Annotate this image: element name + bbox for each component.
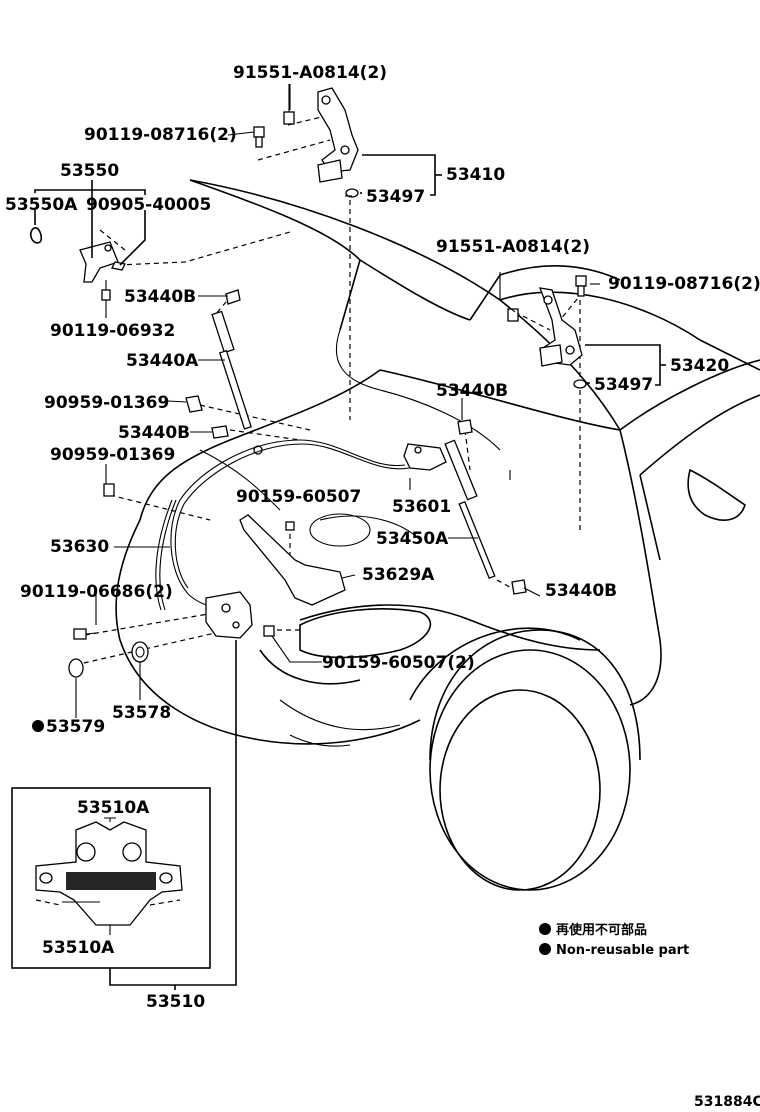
- clip-90959-icon: [103, 395, 203, 497]
- support-rod: [239, 514, 346, 606]
- label-53629a: 53629A: [362, 565, 435, 585]
- label-90959-01369-a: 90959-01369: [44, 393, 169, 413]
- inset-box: [11, 787, 211, 969]
- label-90905-40005: 90905-40005: [86, 195, 211, 215]
- label-53630: 53630: [50, 537, 109, 557]
- label-53510a-bottom: 53510A: [42, 938, 115, 958]
- label-53550a: 53550A: [5, 195, 78, 215]
- hood-hinge-rh: [538, 287, 583, 367]
- label-91551-a0814-rh: 91551-A0814(2): [436, 237, 590, 257]
- label-53440b-mid: 53440B: [118, 423, 190, 443]
- label-53578: 53578: [112, 703, 171, 723]
- legend: 再使用不可部品 Non-reusable part: [539, 922, 689, 958]
- label-53550: 53550: [60, 161, 119, 181]
- non-reusable-marker: [32, 720, 44, 732]
- label-53440a: 53440A: [126, 351, 199, 371]
- bolt-90119-06932-icon: [101, 280, 111, 301]
- label-90119-06932: 90119-06932: [50, 321, 175, 341]
- legend-en: Non-reusable part: [556, 943, 689, 958]
- label-91551-a0814-lh: 91551-A0814(2): [233, 63, 387, 83]
- bolt-90119-icon: [253, 126, 265, 148]
- diagram-reference: 531884C: [694, 1094, 760, 1110]
- bolt-91551-icon: [283, 84, 295, 125]
- bolt-91551-rh-icon: [507, 308, 519, 322]
- hood-lock: [205, 591, 253, 639]
- label-53510: 53510: [146, 992, 205, 1012]
- label-90159-60507: 90159-60507: [236, 487, 361, 507]
- leader-lines: [34, 84, 666, 990]
- legend-dot-jp: [539, 923, 551, 935]
- hood-striker: [79, 241, 126, 283]
- ball-stud-rh-icon: [457, 419, 527, 595]
- legend-jp: 再使用不可部品: [556, 922, 647, 938]
- hood-hinge-lh: [317, 87, 359, 183]
- parts: [29, 84, 587, 678]
- label-53497-rh: 53497: [594, 375, 653, 395]
- washer-53497-icon: [345, 188, 359, 198]
- spring-53550a-icon: [29, 227, 43, 244]
- bolt-90159-icon: [263, 625, 275, 637]
- label-53440b-rh-top: 53440B: [436, 381, 508, 401]
- label-90119-06686: 90119-06686(2): [20, 582, 173, 602]
- label-90119-08716-rh: 90119-08716(2): [608, 274, 760, 294]
- release-lever: [403, 443, 447, 471]
- bolt-90119-06686-icon: [73, 628, 97, 640]
- label-53440b-rh-bottom: 53440B: [545, 581, 617, 601]
- hood-support-lh: [211, 310, 263, 455]
- cushion-53579-icon: [68, 658, 84, 678]
- ball-stud-53440b-icon: [211, 289, 241, 439]
- cushion-53578-icon: [131, 641, 149, 663]
- label-53420: 53420: [670, 356, 729, 376]
- bolt-90119-rh-icon: [575, 275, 587, 297]
- hood-support-rh: [444, 439, 496, 580]
- washer-53497-rh-icon: [573, 379, 587, 389]
- label-90159-60507-2: 90159-60507(2): [322, 653, 475, 673]
- label-53601: 53601: [392, 497, 451, 517]
- label-53497-lh: 53497: [366, 187, 425, 207]
- label-53440b-top: 53440B: [124, 287, 196, 307]
- label-90959-01369-b: 90959-01369: [50, 445, 175, 465]
- label-53450a: 53450A: [376, 529, 449, 549]
- label-53510a-top: 53510A: [77, 798, 150, 818]
- label-90119-08716-lh: 90119-08716(2): [84, 125, 237, 145]
- label-53579: 53579: [46, 717, 105, 737]
- legend-dot-en: [539, 943, 551, 955]
- part-labels: 91551-A0814(2) 90119-08716(2) 53410 5349…: [5, 63, 760, 1012]
- label-53410: 53410: [446, 165, 505, 185]
